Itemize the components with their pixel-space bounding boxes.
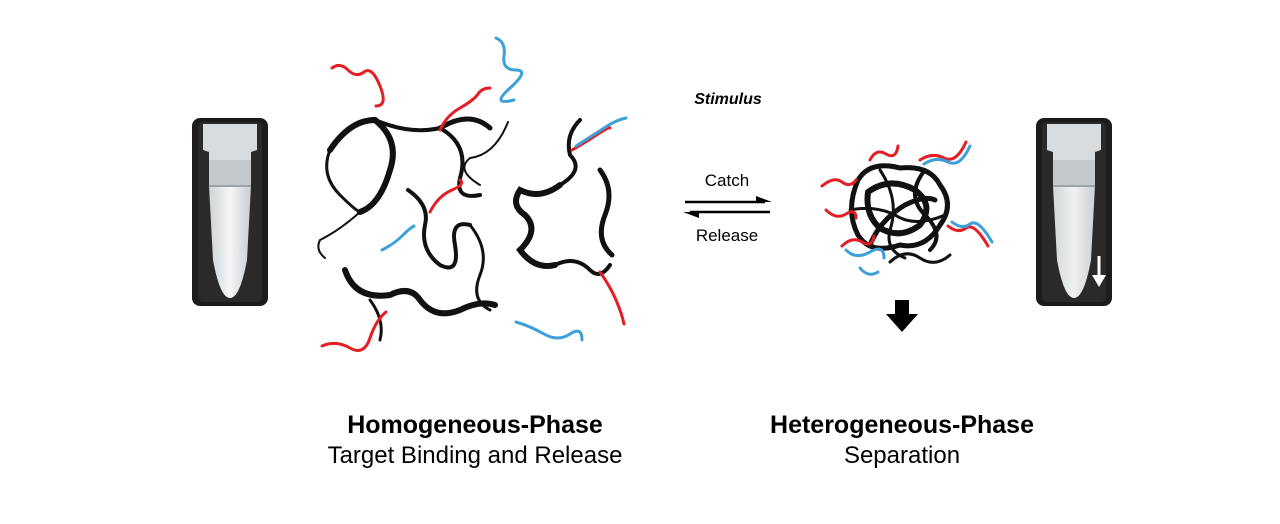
polymer-chain <box>888 252 952 264</box>
polymer-chain <box>406 188 472 270</box>
left-tube-icon <box>192 118 268 306</box>
polymer-chain <box>849 163 950 251</box>
polymer-chain <box>317 211 361 259</box>
polymer-chain <box>437 116 493 131</box>
polymer-chain <box>913 168 939 252</box>
heterogeneous-phase-subtitle: Separation <box>843 442 961 470</box>
dna-strand-red <box>918 140 968 162</box>
dna-strand-blue <box>380 224 416 252</box>
homogeneous-phase-subtitle: Target Binding and Release <box>327 442 623 470</box>
polymer-chain <box>867 195 938 248</box>
dna-strand-red <box>946 224 990 248</box>
dna-strand-blue <box>844 247 886 260</box>
dna-strand-blue <box>514 320 584 342</box>
free-dna-strands <box>320 36 628 352</box>
aggregated-polymer <box>848 163 952 264</box>
free-polymer-chains <box>317 116 615 342</box>
polymer-chain <box>558 118 582 187</box>
polymer-chain <box>327 116 396 215</box>
dna-strand-red <box>330 63 385 108</box>
equilibrium-arrows-icon <box>683 196 772 218</box>
right-tube-icon <box>1036 118 1112 306</box>
settle-down-arrow-icon <box>1092 256 1106 287</box>
dna-strand-red <box>840 234 876 248</box>
dna-strand-blue <box>922 144 972 166</box>
dna-strand-blue <box>574 116 628 148</box>
polymer-chain <box>373 118 482 198</box>
dna-strand-blue <box>950 220 994 244</box>
polymer-chain <box>597 167 615 258</box>
dna-strand-red <box>438 86 492 132</box>
polymer-chain <box>553 259 612 276</box>
polymer-chain <box>463 121 509 186</box>
polymer-chain <box>878 168 907 260</box>
polymer-chain <box>325 148 362 214</box>
polymer-chain <box>342 267 498 317</box>
bound-dna-strands <box>820 140 994 276</box>
polymer-chain <box>864 180 930 237</box>
dna-strand-red <box>570 126 612 152</box>
dna-strand-blue <box>494 36 524 103</box>
dna-strand-red <box>820 178 858 188</box>
homogeneous-phase-caption: Homogeneous-Phase Target Binding and Rel… <box>265 410 685 471</box>
dna-strand-blue <box>858 266 880 276</box>
heterogeneous-phase-title: Heterogeneous-Phase <box>770 411 1034 439</box>
down-arrow-icon <box>886 300 918 332</box>
homogeneous-phase-title: Homogeneous-Phase <box>347 411 603 439</box>
dna-strand-red <box>320 310 388 352</box>
stimulus-label: Stimulus <box>694 91 762 108</box>
heterogeneous-phase-caption: Heterogeneous-Phase Separation <box>692 410 1112 471</box>
dna-strand-red <box>428 178 464 214</box>
polymer-chain <box>468 223 492 312</box>
release-label: Release <box>695 226 759 245</box>
dna-strand-red <box>824 208 858 220</box>
polymer-chain <box>513 182 563 269</box>
catch-label: Catch <box>704 171 750 190</box>
dna-strand-red <box>598 270 626 326</box>
dna-strand-red <box>868 144 900 162</box>
